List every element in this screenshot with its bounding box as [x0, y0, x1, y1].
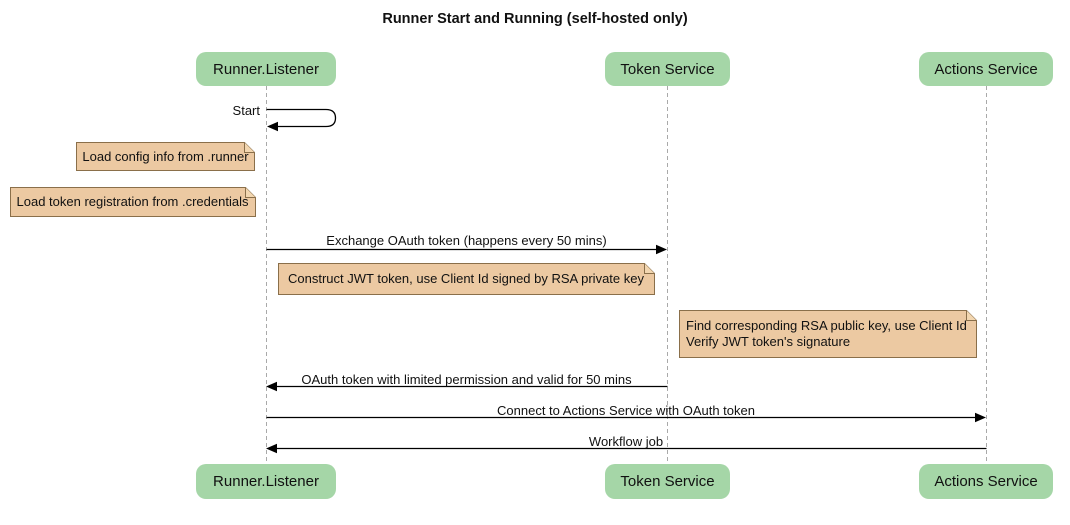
note-verify-jwt-line2: Verify JWT token's signature	[686, 334, 851, 349]
note-shape-verify-jwt	[679, 310, 977, 358]
note-fold-load-token	[245, 187, 256, 198]
note-construct-jwt: Construct JWT token, use Client Id signe…	[288, 271, 644, 286]
message-label-exchange-oauth: Exchange OAuth token (happens every 50 m…	[326, 233, 607, 248]
note-fold-verify-jwt	[966, 310, 977, 321]
participant-token-service-top: Token Service	[605, 52, 730, 86]
participant-actions-service-bottom: Actions Service	[919, 464, 1053, 499]
note-verify-jwt: Find corresponding RSA public key, use C…	[679, 310, 976, 358]
participant-actions-service-top: Actions Service	[919, 52, 1053, 86]
self-message-start-arrowhead	[267, 121, 278, 132]
note-fold-load-config	[244, 142, 255, 153]
note-fold-construct-jwt	[644, 263, 655, 274]
note-load-config: Load config info from .runner	[82, 148, 249, 164]
participant-runner-listener-bottom: Runner.Listener	[196, 464, 336, 499]
participant-token-service-bottom: Token Service	[605, 464, 730, 499]
note-shape-load-token	[10, 187, 256, 217]
note-shape-construct-jwt	[278, 263, 655, 295]
note-verify-jwt-line1: Find corresponding RSA public key, use C…	[686, 318, 967, 333]
message-label-workflow-job: Workflow job	[588, 434, 664, 449]
arrowhead-oauth-return	[266, 381, 277, 392]
arrowhead-workflow-job	[266, 443, 277, 454]
participant-runner-listener-top: Runner.Listener	[196, 52, 336, 86]
arrowhead-exchange-oauth	[656, 244, 667, 255]
self-message-start-loop	[266, 108, 337, 128]
message-label-oauth-return: OAuth token with limited permission and …	[301, 372, 632, 387]
message-label-connect: Connect to Actions Service with OAuth to…	[497, 403, 755, 418]
diagram-title: Runner Start and Running (self-hosted on…	[382, 11, 688, 27]
arrowhead-connect	[975, 412, 986, 423]
note-load-token-registration: Load token registration from .credential…	[16, 194, 249, 209]
note-shape-load-config	[76, 142, 255, 171]
message-label-start: Start	[232, 103, 260, 118]
